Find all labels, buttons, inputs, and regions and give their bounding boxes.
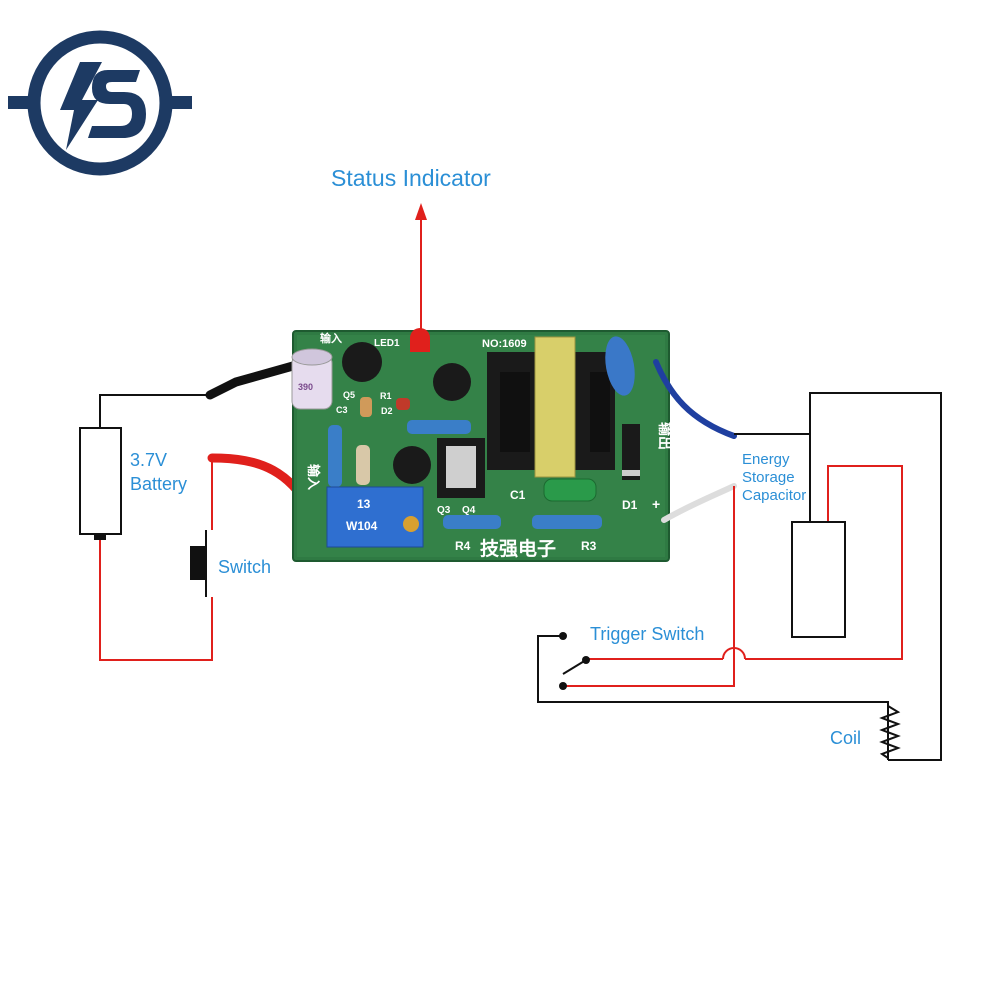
switch-symbol: [190, 546, 205, 580]
pcb-model-text: NO:1609: [482, 338, 527, 350]
capacitor-text: 390: [298, 382, 313, 392]
pcb-c1: C1: [510, 488, 526, 502]
battery-label: Battery: [130, 474, 187, 494]
pcb-d1: D1: [622, 498, 638, 512]
left-circuit: [79, 359, 321, 661]
pcb-input-top: 输入: [320, 331, 342, 345]
trigger-switch-label: Trigger Switch: [590, 624, 704, 644]
coil-label: Coil: [830, 728, 861, 748]
pcb-r3: R3: [581, 539, 597, 553]
pcb-brand-text: 技强电子: [480, 537, 556, 560]
brand-logo: [8, 30, 192, 176]
energy-label-3: Capacitor: [742, 487, 806, 504]
pcb-q5: Q5: [343, 390, 355, 400]
switch-label: Switch: [218, 557, 271, 577]
potentiometer: [326, 486, 424, 548]
energy-label-1: Energy: [742, 451, 790, 468]
pcb-module: 390 13 W104 NO:1609 技强电子 输入 输入 输出 LED1: [291, 328, 673, 562]
pcb-c3: C3: [336, 405, 348, 415]
pot-text-2: W104: [346, 519, 378, 533]
coil-symbol: [879, 702, 901, 759]
output-wire-white: [661, 483, 737, 523]
pcb-q4: Q4: [462, 505, 476, 516]
right-circuit: [537, 392, 942, 761]
status-indicator-label: Status Indicator: [331, 165, 491, 191]
pcb-d2: D2: [381, 406, 393, 416]
battery-voltage-label: 3.7V: [130, 450, 167, 470]
energy-label-2: Storage: [742, 469, 795, 486]
battery-symbol: [79, 427, 122, 535]
pcb-output-side: 输出: [657, 422, 673, 450]
pcb-led-text: LED1: [374, 338, 400, 349]
output-wire-blue: [653, 359, 737, 439]
pcb-r4: R4: [455, 539, 471, 553]
pcb-plus: +: [652, 496, 660, 512]
status-indicator-arrow: [415, 203, 427, 332]
pcb-q3: Q3: [437, 505, 451, 516]
pcb-r1: R1: [380, 391, 392, 401]
trigger-switch-symbol: [562, 659, 587, 675]
pot-text-1: 13: [357, 497, 371, 511]
capacitor-symbol: [791, 521, 846, 638]
pcb-input-side: 输入: [306, 464, 321, 490]
